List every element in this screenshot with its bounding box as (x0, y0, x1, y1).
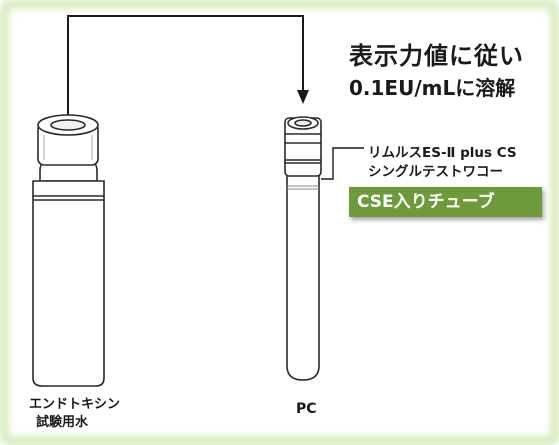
water-bottle-label-line-1: エンドトキシン (29, 397, 121, 412)
product-name-line-1: リムルスES-Ⅱ plus CS (368, 145, 517, 161)
product-leader-line (321, 147, 364, 180)
pc-tube (284, 116, 322, 381)
instruction-line-1: 表示力値に従い (349, 42, 524, 70)
pc-tube-label: PC (296, 401, 317, 417)
product-name-line-2: シングルテストワコー (368, 164, 503, 180)
cse-tube-badge: CSE入りチューブ (349, 187, 542, 217)
transfer-arrow (67, 15, 309, 117)
water-bottle-label-line-2: 試験用水 (36, 415, 89, 430)
water-bottle (32, 114, 105, 387)
instruction-line-2: 0.1EU/mLに溶解 (349, 76, 516, 100)
